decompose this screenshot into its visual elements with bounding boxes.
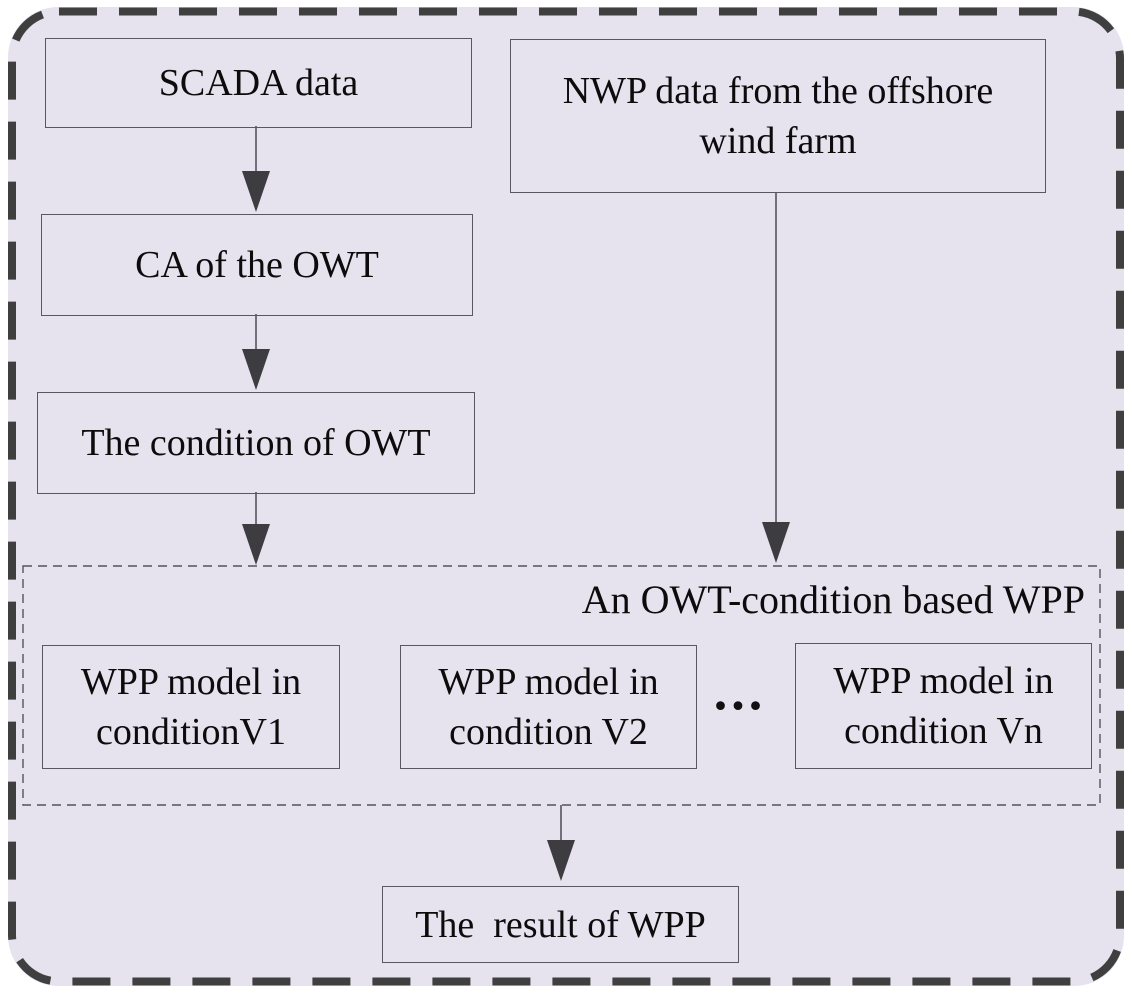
ca-owt-label: CA of the OWT (135, 244, 379, 286)
wpp-model-v2-line1: WPP model in (438, 661, 659, 703)
ellipsis: ... (713, 661, 767, 721)
wpp-model-vn-line1: WPP model in (833, 660, 1054, 702)
ca-owt-box: CA of the OWT (41, 214, 473, 316)
wpp-group-title: An OWT-condition based WPP (581, 577, 1085, 622)
result-label: The result of WPP (415, 903, 706, 946)
wpp-model-v1-box: WPP model in conditionV1 (42, 645, 340, 769)
result-box: The result of WPP (382, 886, 739, 963)
owt-condition-box: The condition of OWT (37, 392, 475, 494)
wpp-model-vn-box: WPP model in condition Vn (795, 643, 1092, 769)
wpp-model-vn-line2: condition Vn (844, 710, 1043, 752)
owt-condition-label: The condition of OWT (81, 422, 431, 464)
scada-data-label: SCADA data (158, 62, 359, 104)
wpp-model-v2-line2: condition V2 (449, 711, 648, 753)
nwp-data-box: NWP data from the offshore wind farm (510, 39, 1046, 193)
nwp-data-label: NWP data from the offshore wind farm (562, 70, 994, 162)
wpp-model-v2-box: WPP model in condition V2 (400, 645, 697, 769)
scada-data-box: SCADA data (45, 38, 472, 128)
wpp-model-v1-line1: WPP model in (80, 661, 302, 703)
wpp-model-v1-line2: conditionV1 (96, 711, 286, 753)
